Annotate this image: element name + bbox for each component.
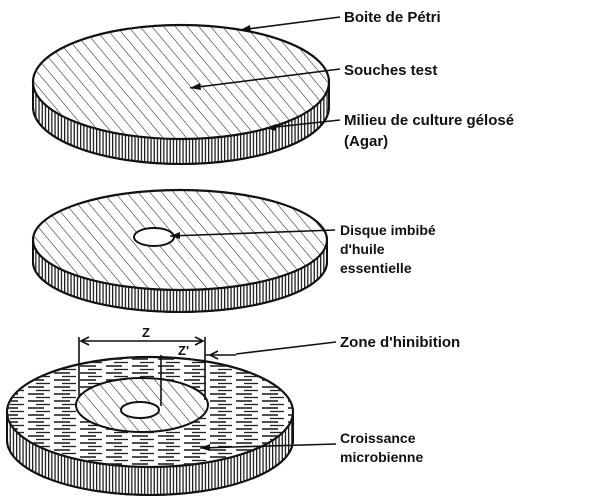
label-disque-line3: essentielle [340, 260, 412, 276]
label-disque-line1: Disque imbibé [340, 222, 436, 238]
leader-lines [169, 16, 341, 449]
label-milieu-line1: Milieu de culture gélosé [344, 112, 514, 129]
leader-arrowheads [170, 25, 276, 451]
petri-dish-top [31, 23, 331, 165]
label-zone-inhibition: Zone d'hinibition [340, 334, 460, 351]
dimension-z-prime: Z' [178, 343, 189, 358]
label-croissance-line2: microbienne [340, 449, 423, 465]
essential-oil-disc-2 [120, 401, 160, 419]
label-souches-test: Souches test [344, 62, 437, 79]
essential-oil-disc [133, 227, 175, 247]
label-milieu-line2: (Agar) [344, 133, 388, 150]
petri-dish-middle [31, 188, 329, 313]
dimension-z: Z [142, 325, 150, 340]
label-croissance-line1: Croissance [340, 430, 416, 446]
label-disque-line2: d'huile [340, 241, 385, 257]
label-boite-petri: Boite de Pétri [344, 9, 441, 26]
petri-dish-bottom [5, 355, 295, 496]
dimension-markers [78, 336, 236, 406]
